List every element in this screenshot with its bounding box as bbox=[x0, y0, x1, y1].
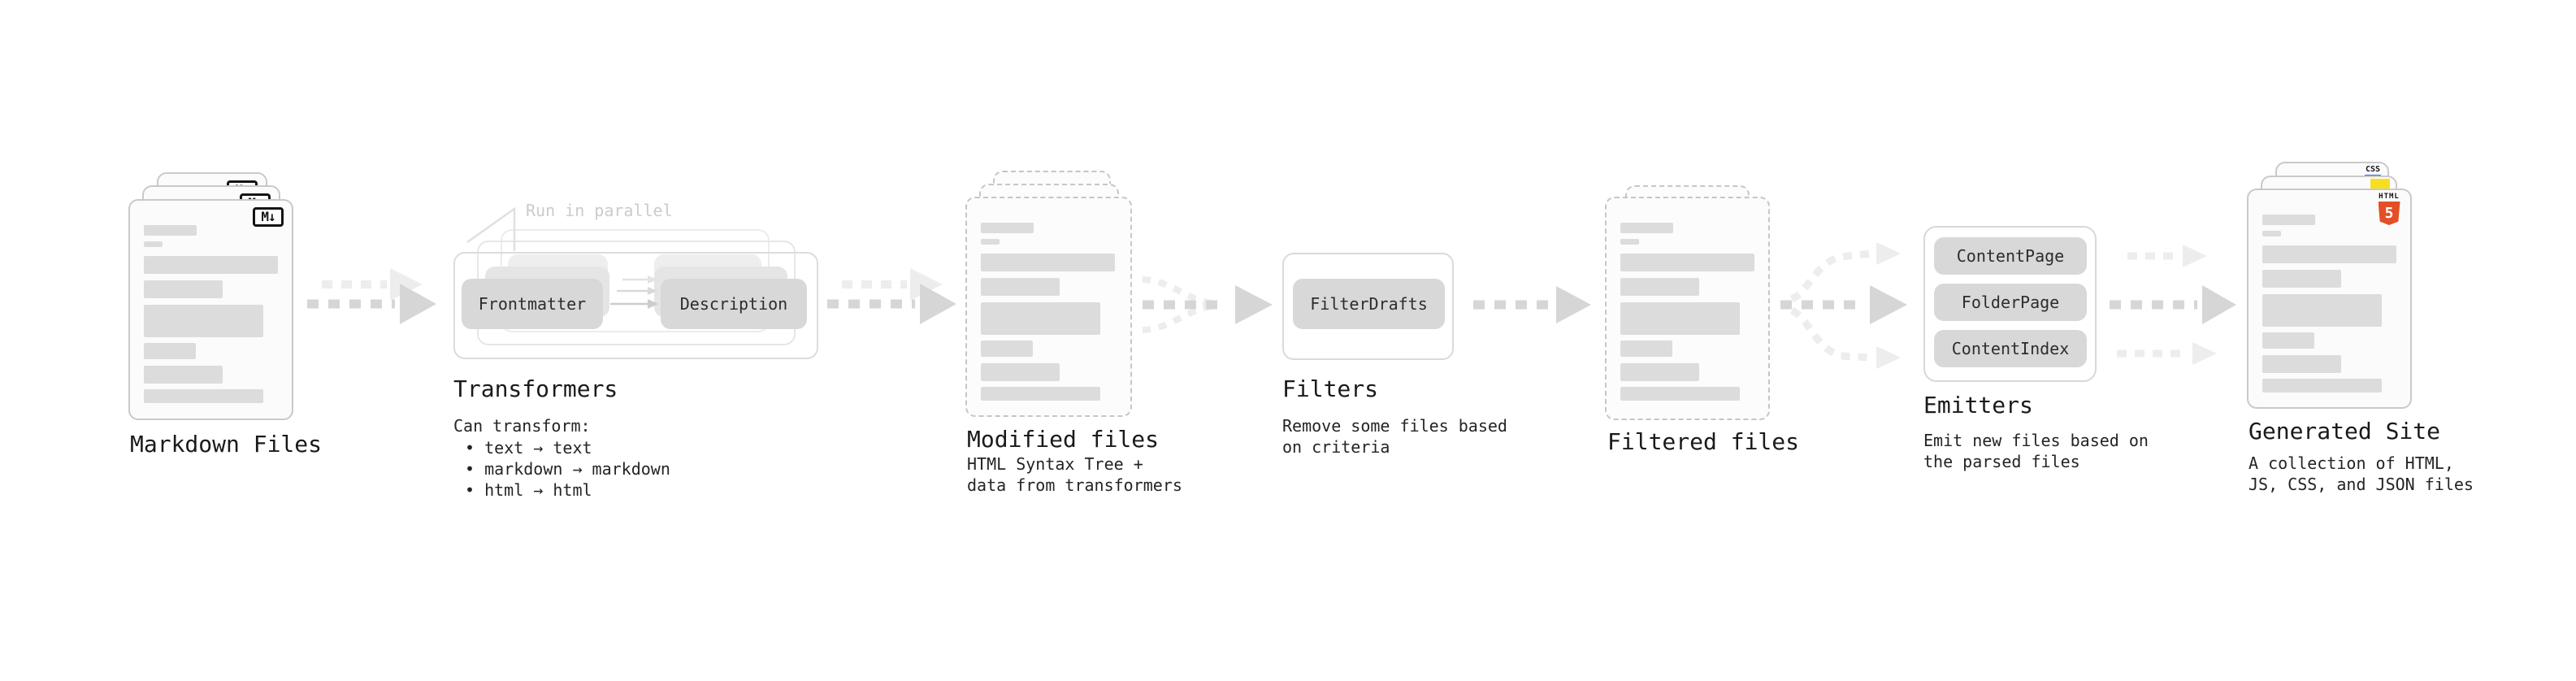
generated-doc-front: HTML 5 bbox=[2247, 189, 2412, 409]
placeholder-bar bbox=[144, 366, 223, 384]
bullet-item: • markdown → markdown bbox=[465, 459, 670, 479]
modified-doc-front bbox=[965, 197, 1132, 417]
placeholder-bar bbox=[1620, 387, 1740, 401]
transformers-frame-front bbox=[453, 252, 818, 359]
emitters-title: Emitters bbox=[1923, 392, 2033, 419]
arrow-filters-to-filtered bbox=[1473, 286, 1591, 323]
placeholder-bar bbox=[1620, 223, 1673, 233]
placeholder-bar bbox=[981, 340, 1033, 357]
filtered-files-title: Filtered files bbox=[1607, 428, 1800, 455]
placeholder-bar bbox=[1620, 340, 1672, 357]
callout-line bbox=[466, 206, 516, 251]
arrow-filtered-to-emitters bbox=[1780, 242, 1907, 369]
placeholder-bar bbox=[981, 278, 1060, 296]
filtered-doc-front bbox=[1605, 197, 1770, 420]
placeholder-bar bbox=[2262, 231, 2281, 236]
js-icon bbox=[2370, 179, 2390, 190]
bullet-item: • text → text bbox=[465, 438, 592, 458]
placeholder-bar bbox=[144, 256, 278, 274]
placeholder-bar bbox=[2262, 379, 2382, 393]
placeholder-bar bbox=[144, 343, 196, 359]
placeholder-bar bbox=[2262, 294, 2382, 327]
folderpage-pill: FolderPage bbox=[1934, 284, 2087, 321]
placeholder-bar bbox=[2262, 215, 2315, 225]
run-in-parallel-label: Run in parallel bbox=[526, 201, 673, 220]
generated-site-title: Generated Site bbox=[2249, 418, 2441, 445]
placeholder-bar bbox=[981, 302, 1100, 335]
filters-title: Filters bbox=[1282, 375, 1379, 402]
generated-site-description: A collection of HTML, JS, CSS, and JSON … bbox=[2249, 453, 2474, 494]
markdown-doc-front: M↓ bbox=[128, 199, 293, 420]
placeholder-bar bbox=[1620, 302, 1740, 335]
placeholder-bar bbox=[2262, 355, 2341, 373]
placeholder-bar bbox=[1620, 239, 1639, 245]
placeholder-bar bbox=[981, 223, 1034, 233]
filters-description: Remove some files based on criteria bbox=[1282, 416, 1507, 457]
arrow-modified-to-filters bbox=[1142, 276, 1273, 333]
placeholder-bar bbox=[1620, 363, 1699, 381]
filterdrafts-pill: FilterDrafts bbox=[1293, 279, 1445, 329]
markdown-files-title: Markdown Files bbox=[130, 431, 323, 458]
placeholder-bar bbox=[981, 239, 1000, 245]
parallel-arrows-icon bbox=[610, 275, 658, 309]
placeholder-bar bbox=[981, 254, 1115, 271]
transformers-bullets: • text → text • markdown → markdown • ht… bbox=[465, 437, 670, 501]
placeholder-bar bbox=[144, 280, 223, 298]
placeholder-bar bbox=[144, 389, 263, 403]
placeholder-bar bbox=[2262, 332, 2314, 349]
html5-icon: HTML 5 bbox=[2375, 193, 2403, 225]
html5-number: 5 bbox=[2384, 205, 2394, 222]
emitters-description: Emit new files based on the parsed files bbox=[1923, 431, 2149, 471]
arrow-transformers-to-modified bbox=[827, 268, 956, 324]
contentindex-pill: ContentIndex bbox=[1934, 330, 2087, 367]
markdown-icon: M↓ bbox=[253, 207, 284, 227]
arrow-markdown-to-transformers bbox=[307, 268, 436, 324]
arrow-emitters-to-generated bbox=[2110, 245, 2236, 365]
html5-word: HTML bbox=[2379, 193, 2400, 201]
html5-shield: 5 bbox=[2378, 202, 2400, 225]
modified-files-description: HTML Syntax Tree + data from transformer… bbox=[967, 454, 1182, 495]
contentpage-pill: ContentPage bbox=[1934, 237, 2087, 275]
placeholder-bar bbox=[144, 305, 263, 337]
placeholder-bar bbox=[981, 363, 1060, 381]
bullet-item: • html → html bbox=[465, 480, 592, 500]
transformers-description: Can transform: bbox=[453, 416, 591, 436]
placeholder-bar bbox=[1620, 254, 1754, 271]
transformers-title: Transformers bbox=[453, 375, 618, 402]
placeholder-bar bbox=[1620, 278, 1699, 296]
placeholder-bar bbox=[144, 225, 197, 236]
placeholder-bar bbox=[144, 241, 163, 247]
placeholder-bar bbox=[2262, 270, 2341, 288]
modified-files-title: Modified files bbox=[967, 426, 1160, 453]
placeholder-bar bbox=[2262, 245, 2396, 263]
frontmatter-pill: Frontmatter bbox=[462, 279, 603, 329]
description-pill: Description bbox=[661, 279, 807, 329]
placeholder-bar bbox=[981, 387, 1100, 401]
